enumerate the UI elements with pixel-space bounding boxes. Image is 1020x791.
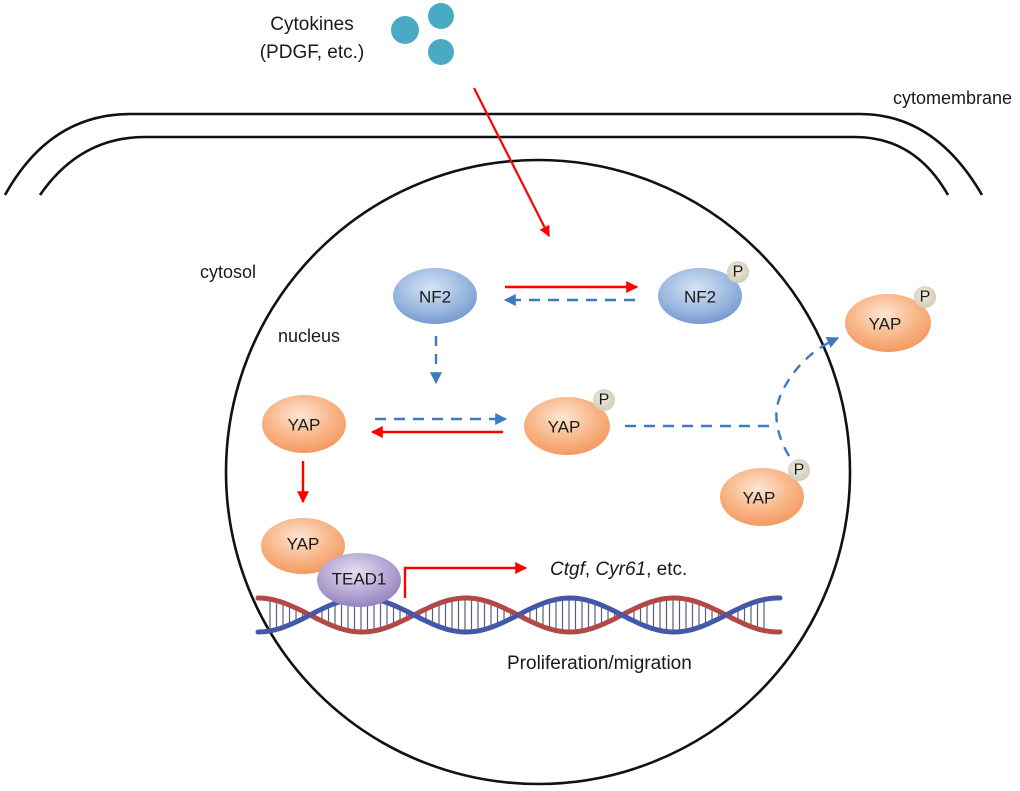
node-yap-phospho-exported: YAP P	[720, 459, 810, 526]
node-yap-phospho-cytosol: YAP P	[845, 286, 936, 352]
phospho-badge	[727, 261, 749, 283]
cytokine-dot	[428, 3, 454, 29]
phospho-badge-label: P	[599, 392, 610, 409]
cytosol-label: cytosol	[200, 262, 256, 282]
node-yap-nuclear: YAP	[262, 395, 346, 453]
target-gene-ctgf: Ctgf	[550, 559, 587, 580]
node-nf2-phospho: NF2 P	[658, 261, 749, 324]
nf2-p-label: NF2	[684, 288, 716, 307]
target-sep: ,	[585, 559, 596, 580]
yap-coactivator	[261, 518, 345, 574]
node-yap-phospho-nuclear: YAP P	[524, 389, 615, 455]
yap-export-arrow	[775, 336, 840, 457]
transcription-arrow	[403, 562, 528, 598]
target-rest: , etc.	[646, 559, 687, 580]
phospho-badge	[788, 459, 810, 481]
yap-p-exported-label: YAP	[743, 489, 776, 508]
yap-coactivator-label: YAP	[287, 535, 320, 554]
cytokines-label: Cytokines	[270, 14, 353, 35]
nucleus-label: nucleus	[278, 326, 340, 346]
phospho-badge-label: P	[794, 462, 805, 479]
node-yap-tead-complex: YAP TEAD1	[261, 518, 401, 607]
tead1-label: TEAD1	[332, 570, 387, 589]
cytokines-sublabel: (PDGF, etc.)	[260, 42, 365, 63]
cytomembrane-inner	[38, 135, 950, 196]
dna-helix	[255, 595, 783, 635]
yap-p-cytosol-label: YAP	[869, 315, 902, 334]
cytokine-signal-arrow	[473, 87, 550, 237]
cytomembrane-outer	[3, 112, 984, 196]
outcome-label: Proliferation/migration	[507, 653, 692, 674]
phospho-badge-label: P	[733, 264, 744, 281]
target-gene-cyr61: Cyr61	[595, 559, 646, 580]
tead1	[317, 553, 401, 607]
nf2-label: NF2	[419, 288, 451, 307]
cytokine-ligands	[391, 3, 454, 65]
yap-p-label: YAP	[548, 418, 581, 437]
phospho-badge	[593, 389, 615, 411]
phospho-badge	[914, 286, 936, 308]
nucleus-envelope	[224, 158, 852, 786]
target-genes: Ctgf, Cyr61, etc.	[550, 559, 687, 580]
cytokine-dot	[391, 16, 419, 44]
phospho-badge-label: P	[920, 289, 931, 306]
node-nf2: NF2	[393, 268, 477, 324]
cytokine-dot	[428, 39, 454, 65]
cytomembrane-label: cytomembrane	[893, 88, 1012, 108]
yap-label: YAP	[288, 416, 321, 435]
